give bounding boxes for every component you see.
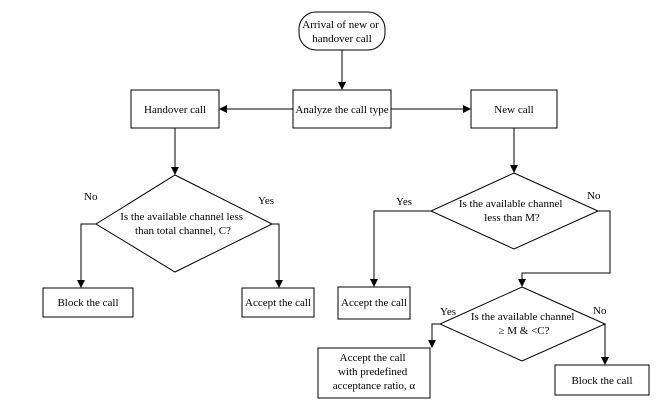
accept-handover-label: Accept the call bbox=[245, 297, 311, 309]
block-new-label: Block the call bbox=[571, 375, 632, 387]
block-handover-call-box: Block the call bbox=[42, 287, 134, 318]
svg-text:Analyze the call type: Analyze the call type bbox=[295, 104, 388, 116]
accept-with-ratio-box: Accept the call with predefined acceptan… bbox=[317, 347, 431, 399]
analyze-call-type-box: Analyze the call type bbox=[292, 89, 392, 129]
m-yes-label: Yes bbox=[396, 196, 412, 208]
start-line-1: Arrival of new or bbox=[302, 19, 379, 31]
svg-text:Accept the call with pre: Accept the call with predefined acceptan… bbox=[333, 352, 416, 392]
analyze-label: Analyze the call type bbox=[295, 104, 388, 116]
range-channel-decision: Is the available channel ≥ M & <C? bbox=[438, 286, 607, 362]
svg-text:Arrival of new or handov: Arrival of new or handover call bbox=[302, 19, 381, 45]
handover-label: Handover call bbox=[144, 104, 206, 116]
edge-handover-no bbox=[77, 223, 96, 288]
m-decision-line-1: Is the available channel bbox=[459, 198, 563, 210]
range-yes-label: Yes bbox=[440, 306, 456, 318]
new-call-box: New call bbox=[470, 89, 558, 129]
handover-yes-label: Yes bbox=[258, 195, 274, 207]
handover-no-label: No bbox=[84, 191, 98, 203]
accept-ratio-line-2: with predefined bbox=[338, 366, 408, 378]
svg-text:Block the call: Block the call bbox=[571, 375, 632, 387]
accept-ratio-line-3: acceptance ratio, α bbox=[333, 380, 416, 392]
new-call-label: New call bbox=[494, 104, 533, 116]
handover-channel-decision: Is the available channel less than total… bbox=[95, 174, 274, 273]
handover-call-box: Handover call bbox=[130, 89, 220, 129]
svg-text:Is the available channel: Is the available channel ≥ M & <C? bbox=[471, 311, 577, 337]
block-new-call-box: Block the call bbox=[554, 364, 650, 396]
svg-text:New call: New call bbox=[494, 104, 533, 116]
svg-text:Accept the call: Accept the call bbox=[245, 297, 311, 309]
svg-text:Is the available channel: Is the available channel less than M? bbox=[459, 198, 565, 224]
svg-text:Block the call: Block the call bbox=[57, 297, 118, 309]
svg-text:Is the available channel less: Is the available channel less than total… bbox=[120, 211, 246, 237]
range-no-label: No bbox=[593, 305, 607, 317]
range-decision-line-1: Is the available channel bbox=[471, 311, 575, 323]
m-decision-line-2: less than M? bbox=[484, 212, 540, 224]
block-handover-label: Block the call bbox=[57, 297, 118, 309]
edge-handover-yes bbox=[272, 223, 283, 288]
edge-m-yes bbox=[370, 210, 431, 287]
start-node: Arrival of new or handover call bbox=[298, 11, 386, 51]
accept-new-label: Accept the call bbox=[341, 297, 407, 309]
m-no-label: No bbox=[587, 190, 601, 202]
edge-range-yes bbox=[428, 323, 440, 348]
edge-m-no bbox=[518, 210, 611, 287]
accept-new-call-box: Accept the call bbox=[337, 286, 411, 320]
accept-handover-call-box: Accept the call bbox=[241, 287, 315, 318]
new-call-m-decision: Is the available channel less than M? bbox=[429, 172, 600, 250]
start-line-2: handover call bbox=[312, 33, 372, 45]
svg-text:Accept the call: Accept the call bbox=[341, 297, 407, 309]
range-decision-line-2: ≥ M & <C? bbox=[498, 325, 549, 337]
handover-decision-line-2: than total channel, C? bbox=[135, 225, 231, 237]
accept-ratio-line-1: Accept the call bbox=[340, 352, 406, 364]
handover-decision-line-1: Is the available channel less bbox=[120, 211, 243, 223]
svg-text:Handover call: Handover call bbox=[144, 104, 206, 116]
